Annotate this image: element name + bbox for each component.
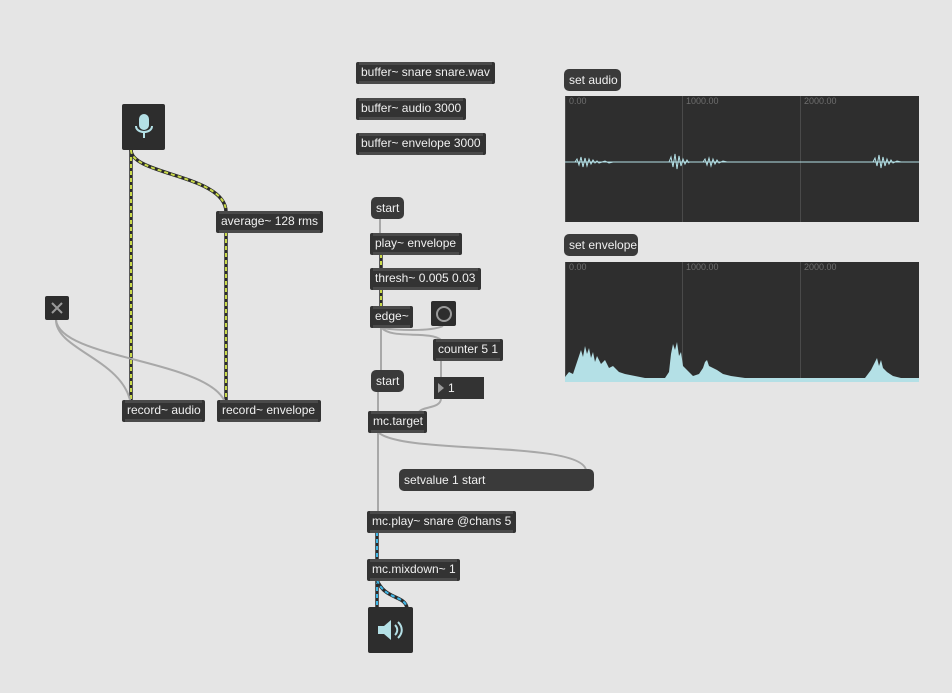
bang-circle-icon xyxy=(435,305,452,322)
play-envelope-object[interactable]: play~ envelope xyxy=(370,233,462,255)
mc-mixdown-object[interactable]: mc.mixdown~ 1 xyxy=(367,559,460,581)
toggle-x-icon xyxy=(51,302,63,314)
tick-label-2000: 2000.00 xyxy=(804,96,837,106)
cord-toggle-record-audio xyxy=(55,319,132,406)
tick-label-0-env: 0.00 xyxy=(569,262,587,272)
start-message-mid[interactable]: start xyxy=(371,370,404,392)
record-audio-object[interactable]: record~ audio xyxy=(122,400,205,422)
envelope-waveform-trace xyxy=(565,342,919,382)
waveform-envelope[interactable]: 0.00 1000.00 2000.00 xyxy=(565,262,919,382)
tick-label-1000: 1000.00 xyxy=(686,96,719,106)
start-message-top[interactable]: start xyxy=(371,197,404,219)
cord-edge-counter xyxy=(380,326,442,341)
cord-toggle-record-envelope xyxy=(55,319,227,406)
cord-mic-average xyxy=(129,149,228,213)
edge-object[interactable]: edge~ xyxy=(370,306,413,328)
audio-waveform-trace xyxy=(565,153,919,170)
microphone-icon xyxy=(134,114,153,138)
average-object[interactable]: average~ 128 rms xyxy=(216,211,324,233)
setvalue-message[interactable]: setvalue 1 start xyxy=(399,469,594,491)
number-box[interactable]: 1 xyxy=(434,377,484,399)
mic-input-object[interactable] xyxy=(122,104,165,150)
speaker-output-object[interactable] xyxy=(368,607,413,653)
counter-object[interactable]: counter 5 1 xyxy=(433,339,503,361)
number-arrow-icon xyxy=(438,383,444,393)
buffer-snare-object[interactable]: buffer~ snare snare.wav xyxy=(356,62,495,84)
mc-play-object[interactable]: mc.play~ snare @chans 5 xyxy=(367,511,516,533)
mc-target-object[interactable]: mc.target xyxy=(368,411,427,433)
toggle-object[interactable] xyxy=(45,296,69,320)
tick-label-2000-env: 2000.00 xyxy=(804,262,837,272)
thresh-object[interactable]: thresh~ 0.005 0.03 xyxy=(370,268,481,290)
buffer-envelope-object[interactable]: buffer~ envelope 3000 xyxy=(356,133,486,155)
speaker-icon xyxy=(377,620,403,640)
buffer-audio-object[interactable]: buffer~ audio 3000 xyxy=(356,98,467,120)
waveform-audio[interactable]: 0.00 1000.00 2000.00 xyxy=(565,96,919,222)
tick-label-1000-env: 1000.00 xyxy=(686,262,719,272)
number-value: 1 xyxy=(448,381,455,395)
set-audio-message[interactable]: set audio xyxy=(564,69,621,91)
tick-label-0: 0.00 xyxy=(569,96,587,106)
record-envelope-object[interactable]: record~ envelope xyxy=(217,400,321,422)
cord-target-setvalue xyxy=(377,431,587,471)
set-envelope-message[interactable]: set envelope xyxy=(564,234,638,256)
cord-mixdown-speaker-right xyxy=(375,579,409,609)
bang-object[interactable] xyxy=(431,301,456,326)
